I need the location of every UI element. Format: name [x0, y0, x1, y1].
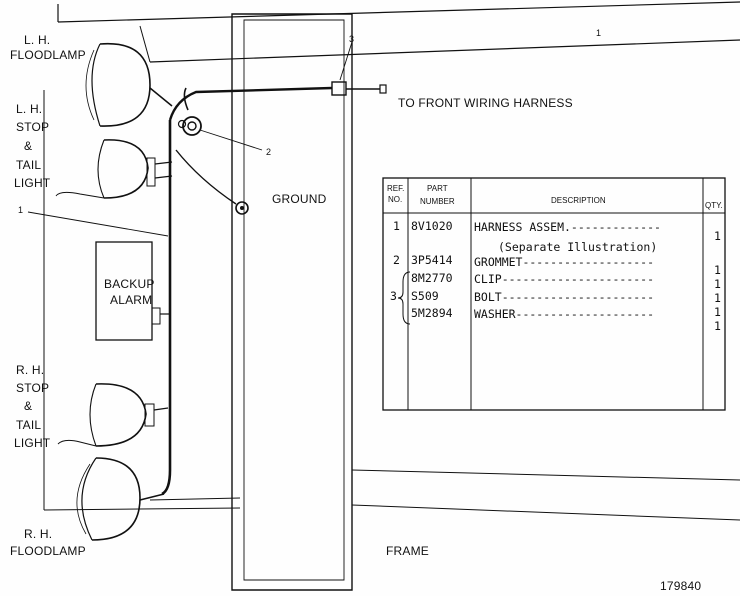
header-ref: REF. — [387, 184, 404, 193]
rh-stop-tail-label-line2: STOP — [16, 381, 49, 395]
callout-leaders — [199, 41, 353, 151]
callout-1-top: 1 — [596, 28, 601, 38]
header-description: DESCRIPTION — [551, 196, 606, 205]
lh-floodlamp — [85, 42, 173, 127]
callout-2: 2 — [266, 147, 271, 157]
lh-stop-tail-label: L. H. STOP & TAIL LIGHT — [14, 102, 51, 190]
row-5-qty: 1 — [714, 305, 721, 319]
frame-lines — [27, 1, 740, 521]
rh-stop-tail-label: R. H. STOP & TAIL LIGHT — [14, 363, 51, 450]
row-5-part: 5M2894 — [411, 306, 453, 320]
lh-stop-tail-light — [55, 139, 173, 199]
row-1-note: (Separate Illustration) — [498, 240, 657, 254]
lh-stop-tail-label-line4: TAIL — [16, 158, 41, 172]
backup-alarm-label-line1: BACKUP — [104, 277, 155, 291]
lh-stop-tail-label-line2: STOP — [16, 120, 49, 134]
header-part: PART — [427, 184, 448, 193]
rh-stop-tail-label-line3: & — [24, 399, 32, 413]
header-qty: QTY. — [705, 201, 723, 210]
parts-table: REF. NO. PART NUMBER DESCRIPTION QTY. 1 … — [382, 177, 726, 411]
row-1-part: 8V1020 — [411, 219, 453, 233]
row-2-part: 3P5414 — [411, 253, 453, 267]
row-4-ref: 3 — [390, 289, 397, 303]
row-4-qty: 1 — [714, 291, 721, 305]
lh-stop-tail-label-line5: LIGHT — [14, 176, 51, 190]
lh-floodlamp-label-line1: L. H. — [24, 33, 50, 47]
row-5-desc: WASHER-------------------- — [474, 307, 654, 321]
row-2-qty: 1 — [714, 263, 721, 277]
lh-floodlamp-label-line2: FLOODLAMP — [10, 48, 86, 62]
rh-floodlamp-label-line2: FLOODLAMP — [10, 544, 86, 558]
callout-1-left: 1 — [18, 205, 23, 215]
rh-floodlamp — [76, 457, 165, 541]
row-2-desc: GROMMET------------------- — [474, 255, 654, 269]
rh-floodlamp-label-line1: R. H. — [24, 527, 52, 541]
row-3-qty: 1 — [714, 277, 721, 291]
lh-stop-tail-label-line1: L. H. — [16, 102, 42, 116]
row-1-desc: HARNESS ASSEM.------------- — [474, 220, 661, 234]
row-extra-qty: 1 — [714, 319, 721, 333]
row-3-desc: CLIP---------------------- — [474, 272, 654, 286]
row-2-ref: 2 — [393, 253, 400, 267]
backup-alarm — [95, 241, 170, 341]
rh-floodlamp-label: R. H. FLOODLAMP — [10, 527, 86, 558]
rh-stop-tail-label-line5: LIGHT — [14, 436, 51, 450]
to-front-harness-label: TO FRONT WIRING HARNESS — [398, 96, 573, 110]
header-number: NUMBER — [420, 197, 455, 206]
frame-label: FRAME — [386, 544, 429, 558]
backup-alarm-label-line2: ALARM — [110, 293, 152, 307]
wiring-harness — [161, 81, 387, 496]
header-no: NO. — [388, 195, 402, 204]
row-1-ref: 1 — [393, 219, 400, 233]
callout-3: 3 — [349, 34, 354, 44]
ground-crossmember — [231, 13, 353, 591]
row-4-desc: BOLT---------------------- — [474, 290, 654, 304]
lh-floodlamp-label: L. H. FLOODLAMP — [10, 33, 86, 62]
rh-stop-tail-label-line4: TAIL — [16, 418, 41, 432]
row-1-qty: 1 — [714, 229, 721, 243]
backup-alarm-label: BACKUP ALARM — [104, 277, 155, 307]
row-4-part: S509 — [411, 289, 439, 303]
lh-stop-tail-label-line3: & — [24, 139, 32, 153]
figure-number: 179840 — [660, 579, 701, 593]
rh-stop-tail-label-line1: R. H. — [16, 363, 44, 377]
ground-label: GROUND — [272, 192, 327, 206]
rh-stop-tail-light — [57, 383, 169, 447]
row-3-part: 8M2770 — [411, 271, 453, 285]
